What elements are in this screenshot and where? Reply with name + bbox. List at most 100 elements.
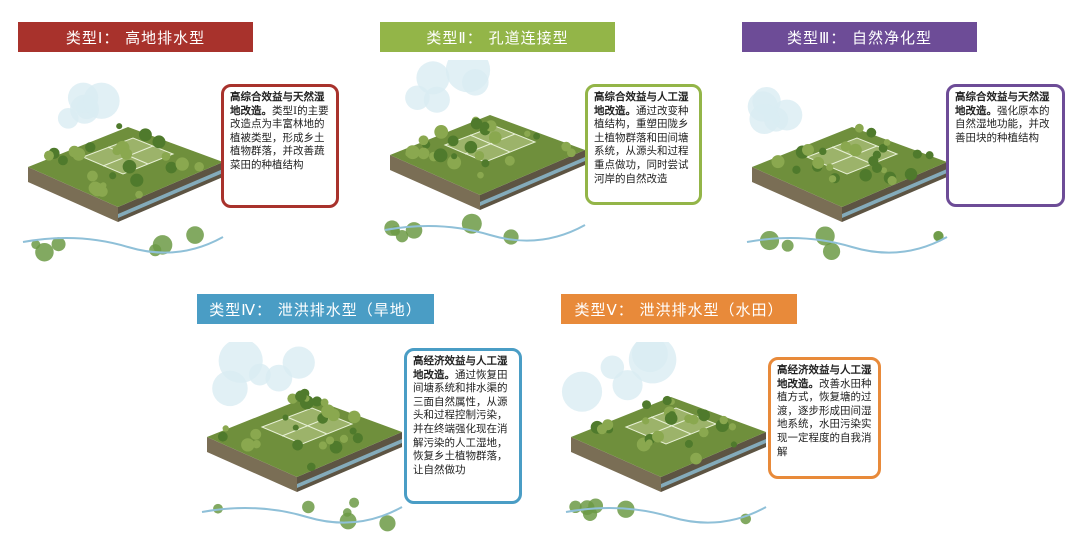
water-layer: [118, 169, 223, 218]
tree-shape: [470, 117, 483, 130]
isometric-illustration: [197, 342, 407, 532]
callout-body: 类型Ⅰ的主要改造点为丰富林地的植被类型，形成乡土植物群落，并改善蔬菜田的种植结构: [230, 104, 329, 171]
tree-shape: [642, 417, 650, 425]
isometric-illustration: [742, 72, 952, 262]
tree-shape: [533, 132, 541, 140]
tree-shape: [122, 159, 137, 174]
stream-line: [201, 506, 403, 524]
shrub-shape: [51, 237, 66, 252]
tree-shape: [241, 438, 255, 452]
tree-shape: [165, 161, 178, 174]
block-side-left: [28, 167, 118, 222]
isometric-landscape-graphic: [22, 82, 224, 262]
callout-heading: 高综合效益与天然湿地改造。: [230, 91, 325, 117]
callout-box: 高综合效益与天然湿地改造。类型Ⅰ的主要改造点为丰富林地的植被类型，形成乡土植物群…: [221, 84, 339, 208]
callout-box: 高经济效益与人工湿地改造。改善水田种植方式，恢复塘的过渡，逐步形成田间湿地系统，…: [768, 357, 881, 479]
tree-shape: [883, 139, 891, 146]
panel-title: 类型Ⅳ： 泄洪排水型（旱地）: [197, 294, 434, 324]
shrub-shape: [759, 230, 780, 251]
tree-shape: [477, 171, 484, 179]
tree-shape: [561, 141, 572, 152]
tree-shape: [696, 408, 704, 415]
stream-line: [565, 506, 767, 524]
shrub-shape: [822, 242, 841, 261]
tree-shape: [684, 439, 693, 448]
tree-shape: [325, 436, 335, 445]
tree-shape: [250, 428, 262, 440]
panel-title: 类型Ⅴ： 泄洪排水型（水田）: [561, 294, 797, 324]
shrub-shape: [395, 229, 409, 243]
cloud-shape: [282, 346, 315, 379]
stream-line: [22, 236, 224, 254]
tree-shape: [96, 185, 108, 197]
tree-shape: [152, 135, 166, 149]
shrub-shape: [503, 229, 519, 245]
tree-shape: [194, 161, 204, 172]
panel-type-1: 类型Ⅰ： 高地排水型 高综合效益与天然湿地改造。类型Ⅰ的主要改造点为丰富林地的植…: [18, 22, 348, 262]
shrub-shape: [186, 226, 204, 244]
tree-shape: [645, 439, 653, 447]
tree-shape: [287, 393, 298, 404]
tree-shape: [859, 169, 872, 182]
tree-shape: [642, 400, 651, 410]
stream-line: [384, 224, 586, 242]
isometric-illustration: [380, 60, 590, 250]
tree-shape: [771, 155, 785, 169]
tree-shape: [826, 163, 834, 171]
shrub-shape: [35, 242, 54, 262]
tree-shape: [866, 127, 877, 138]
callout-heading: 高综合效益与人工湿地改造。: [594, 91, 689, 117]
block-side-left: [571, 437, 661, 492]
isometric-landscape-graphic: [561, 342, 767, 525]
tree-shape: [464, 140, 478, 154]
tree-shape: [849, 143, 862, 157]
callout-heading: 高综合效益与天然湿地改造。: [955, 91, 1050, 117]
water-layer: [297, 439, 402, 488]
tree-shape: [868, 156, 879, 167]
tree-shape: [662, 395, 672, 406]
stream-line: [746, 236, 948, 254]
tree-shape: [58, 155, 68, 166]
panel-type-2: 类型Ⅱ： 孔道连接型 高综合效益与人工湿地改造。通过改变种植结构，重塑田陇乡土植…: [380, 22, 710, 262]
tree-shape: [690, 452, 702, 465]
tree-shape: [667, 411, 677, 420]
cloud-shape: [561, 371, 603, 412]
cloud-shape: [83, 82, 120, 119]
cloud-shape: [600, 355, 625, 380]
tree-shape: [925, 151, 934, 160]
block-side-left: [752, 167, 842, 222]
tree-shape: [85, 142, 96, 153]
tree-shape: [321, 404, 335, 419]
tree-shape: [596, 424, 608, 435]
callout-heading: 高经济效益与人工湿地改造。: [777, 364, 872, 390]
tree-shape: [904, 168, 918, 181]
tree-shape: [418, 135, 429, 146]
tree-shape: [698, 427, 709, 438]
callout-heading: 高经济效益与人工湿地改造。: [413, 355, 508, 381]
tree-shape: [854, 123, 864, 133]
tree-shape: [480, 121, 490, 131]
tree-shape: [292, 424, 299, 431]
callout-box: 高经济效益与人工湿地改造。通过恢复田间塘系统和排水渠的三面自然属性，从源头和过程…: [404, 348, 522, 504]
tree-shape: [688, 414, 699, 425]
tree-shape: [329, 440, 343, 454]
tree-shape: [566, 148, 576, 158]
panel-title: 类型Ⅰ： 高地排水型: [18, 22, 253, 52]
callout-box: 高综合效益与天然湿地改造。强化原本的自然湿地功能，并改善田块的种植结构: [946, 84, 1065, 207]
shrub-shape: [588, 498, 604, 514]
isometric-illustration: [18, 72, 228, 262]
shrub-shape: [302, 500, 315, 514]
callout-body: 通过恢复田间塘系统和排水渠的三面自然属性，从源头和过程控制污染，并在终端强化现在…: [413, 368, 508, 476]
cloud-shape: [265, 364, 293, 392]
callout-body: 改善水田种植方式，恢复塘的过渡，逐步形成田间湿地系统，水田污染实现一定程度的自我…: [777, 377, 872, 458]
tree-shape: [405, 145, 420, 160]
tree-shape: [880, 167, 887, 174]
panel-title: 类型Ⅱ： 孔道连接型: [380, 22, 615, 52]
shrub-shape: [349, 497, 360, 508]
shrub-shape: [152, 235, 173, 255]
shrub-shape: [405, 222, 423, 239]
shrub-shape: [933, 231, 944, 242]
shrub-shape: [379, 515, 396, 532]
tree-shape: [819, 147, 827, 156]
tree-shape: [161, 152, 171, 161]
